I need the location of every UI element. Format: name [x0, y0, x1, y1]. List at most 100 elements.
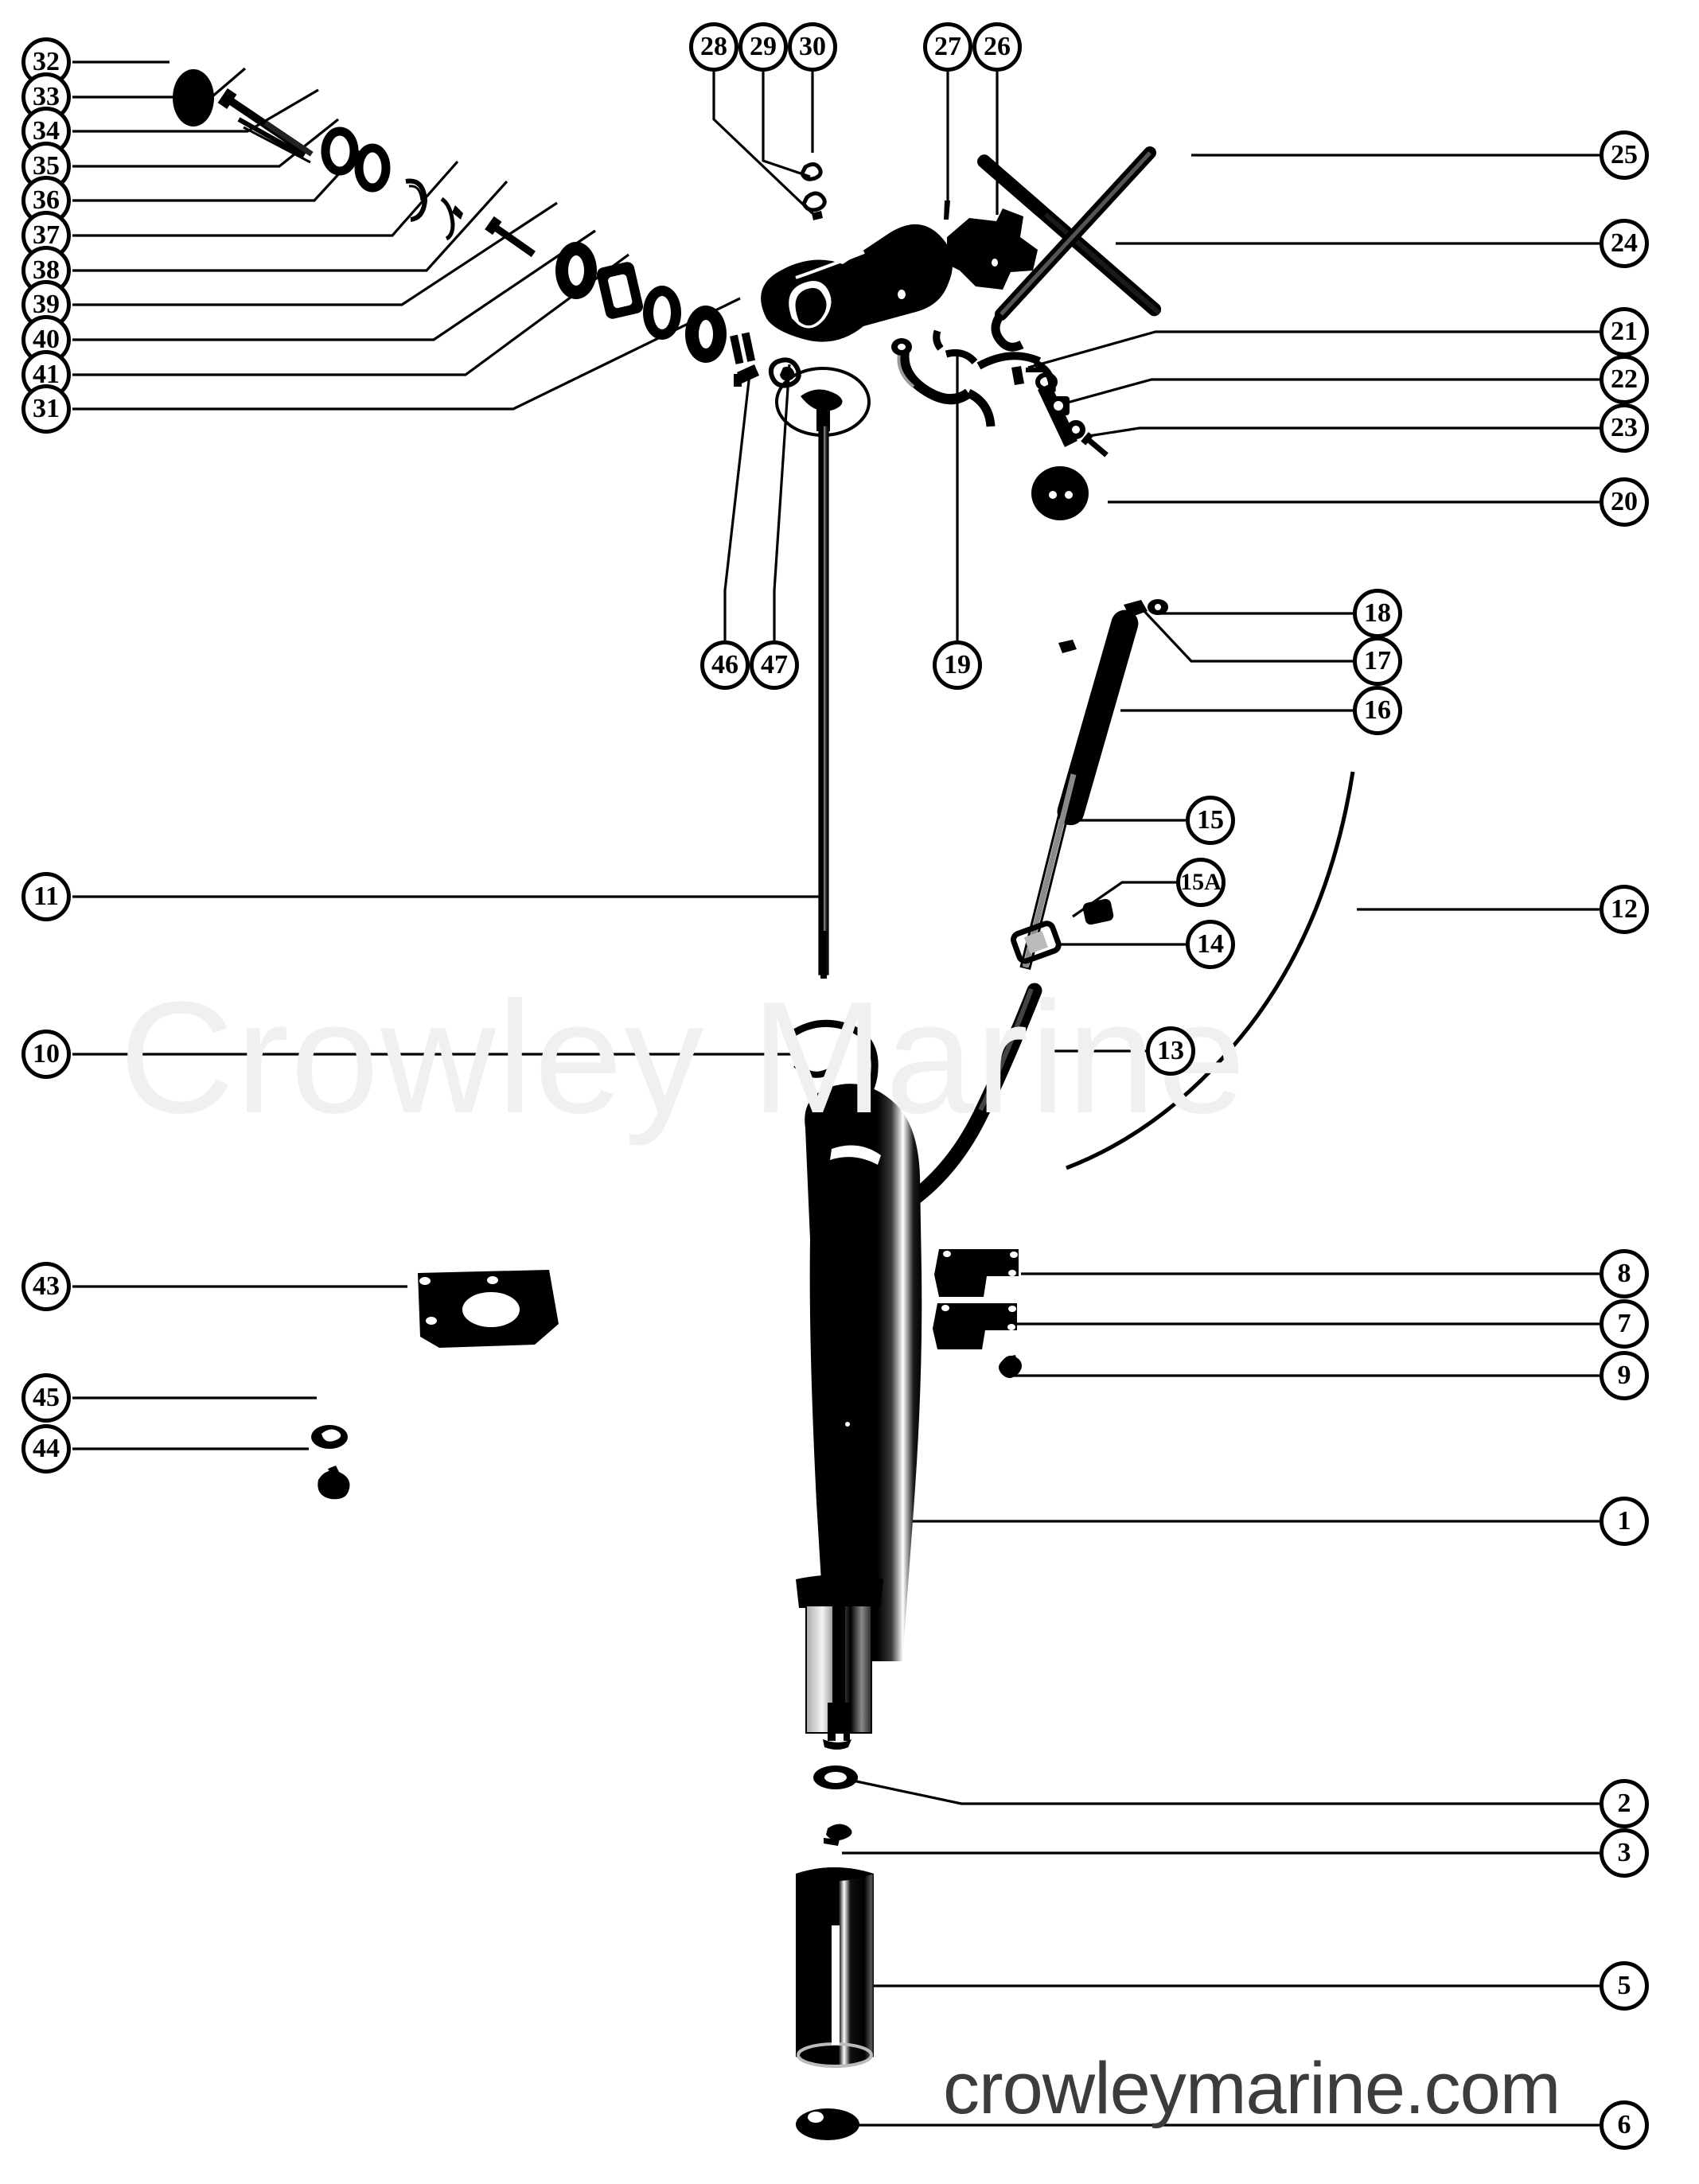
plate-hardware	[311, 1425, 350, 1500]
callout-bubble-20[interactable]: 20	[1600, 477, 1649, 527]
callout-bubble-17[interactable]: 17	[1353, 637, 1402, 686]
callout-bubble-29[interactable]: 29	[738, 22, 788, 72]
callout-number: 47	[761, 650, 788, 679]
callout-number: 46	[711, 650, 738, 679]
callout-number: 2	[1617, 1789, 1631, 1818]
mounting-bracket	[944, 200, 1038, 290]
callout-bubble-8[interactable]: 8	[1600, 1249, 1649, 1298]
callout-bubble-3[interactable]: 3	[1600, 1828, 1649, 1878]
callout-bubble-21[interactable]: 21	[1600, 307, 1649, 356]
callout-number: 31	[33, 394, 60, 423]
shift-knob	[1031, 466, 1089, 520]
callout-bubble-26[interactable]: 26	[972, 22, 1022, 72]
callout-bubble-46[interactable]: 46	[700, 640, 750, 690]
callout-number: 15	[1197, 805, 1224, 835]
callout-number: 43	[33, 1271, 60, 1301]
callout-number: 20	[1611, 487, 1638, 516]
callout-number: 29	[750, 32, 777, 61]
tiller-handle-body	[796, 1084, 922, 1750]
callout-number: 16	[1364, 695, 1391, 725]
callout-number: 5	[1617, 1971, 1631, 2000]
callout-bubble-19[interactable]: 19	[933, 640, 982, 690]
callout-number: 41	[33, 360, 60, 389]
callout-bubble-6[interactable]: 6	[1600, 2100, 1649, 2150]
callout-bubble-30[interactable]: 30	[788, 22, 837, 72]
callout-number: 18	[1364, 598, 1391, 628]
throttle-link-rod	[891, 338, 996, 427]
callout-number: 19	[944, 650, 971, 679]
callout-bubble-5[interactable]: 5	[1600, 1961, 1649, 2011]
callout-number: 12	[1611, 894, 1638, 924]
callout-bubble-15[interactable]: 15	[1186, 796, 1235, 845]
callout-number: 7	[1617, 1309, 1631, 1338]
callout-number: 1	[1617, 1506, 1631, 1536]
callout-bubble-2[interactable]: 2	[1600, 1779, 1649, 1828]
rubber-tube	[1057, 599, 1168, 826]
callout-number: 39	[33, 290, 60, 319]
callout-number: 36	[33, 185, 60, 215]
gasket-plate	[418, 1270, 559, 1348]
callout-number: 24	[1611, 228, 1638, 258]
callout-bubble-44[interactable]: 44	[21, 1424, 71, 1474]
callout-number: 13	[1157, 1036, 1184, 1065]
bottom-hardware	[813, 1765, 858, 1846]
washer-bushing-stack	[173, 69, 756, 364]
callout-bubble-45[interactable]: 45	[21, 1373, 71, 1423]
long-cable-arc	[1066, 771, 1355, 1170]
throttle-shaft	[734, 357, 871, 979]
callout-number: 37	[33, 220, 60, 250]
watermark-url: crowleymarine.com	[943, 2048, 1561, 2129]
cover-plates	[933, 1249, 1022, 1378]
callout-bubble-43[interactable]: 43	[21, 1262, 71, 1311]
callout-number: 22	[1611, 364, 1638, 394]
adjustment-rod	[1011, 772, 1114, 970]
callout-number: 8	[1617, 1259, 1631, 1288]
callout-bubble-31[interactable]: 31	[21, 384, 71, 434]
callout-number: 25	[1611, 140, 1638, 169]
handle-grip-sleeve	[796, 1867, 874, 2068]
handle-collar	[789, 1019, 879, 1109]
callout-number: 3	[1617, 1838, 1631, 1867]
callout-bubble-22[interactable]: 22	[1600, 355, 1649, 404]
callout-bubble-27[interactable]: 27	[923, 22, 972, 72]
callout-bubble-9[interactable]: 9	[1600, 1351, 1649, 1400]
callout-number: 33	[33, 82, 60, 111]
callout-bubble-12[interactable]: 12	[1600, 885, 1649, 934]
handle-pivot-casting	[761, 224, 953, 342]
small-hardware-group	[1011, 366, 1109, 457]
top-fasteners	[800, 162, 827, 220]
callout-bubble-15a[interactable]: 15A	[1176, 858, 1226, 907]
callout-number: 30	[799, 32, 826, 61]
callout-bubble-24[interactable]: 24	[1600, 219, 1649, 268]
callout-number: 40	[33, 325, 60, 354]
callout-bubble-16[interactable]: 16	[1353, 686, 1402, 735]
control-cable	[883, 983, 1042, 1221]
callout-number: 17	[1364, 646, 1391, 675]
callout-number: 34	[33, 116, 60, 146]
callout-number: 38	[33, 255, 60, 285]
callout-bubble-14[interactable]: 14	[1186, 920, 1235, 969]
callout-bubble-11[interactable]: 11	[21, 872, 71, 921]
callout-bubble-1[interactable]: 1	[1600, 1497, 1649, 1546]
callout-number: 28	[700, 32, 727, 61]
callout-bubble-10[interactable]: 10	[21, 1030, 71, 1079]
callout-number: 15A	[1180, 869, 1222, 895]
callout-bubble-25[interactable]: 25	[1600, 130, 1649, 180]
callout-bubble-18[interactable]: 18	[1353, 589, 1402, 638]
callout-number: 26	[984, 32, 1011, 61]
callout-bubble-23[interactable]: 23	[1600, 403, 1649, 453]
callout-bubble-47[interactable]: 47	[750, 640, 799, 690]
callout-number: 6	[1617, 2110, 1631, 2139]
callout-bubble-13[interactable]: 13	[1146, 1026, 1195, 1076]
callout-bubble-28[interactable]: 28	[689, 22, 738, 72]
callout-number: 27	[934, 32, 961, 61]
callout-number: 45	[33, 1383, 60, 1412]
callout-number: 21	[1611, 317, 1638, 346]
callout-number: 35	[33, 151, 60, 181]
callout-bubble-7[interactable]: 7	[1600, 1299, 1649, 1349]
grip-end-cap	[796, 2108, 859, 2140]
callout-bubble-41[interactable]: 41	[21, 350, 71, 399]
leader-lines	[72, 60, 1600, 2127]
